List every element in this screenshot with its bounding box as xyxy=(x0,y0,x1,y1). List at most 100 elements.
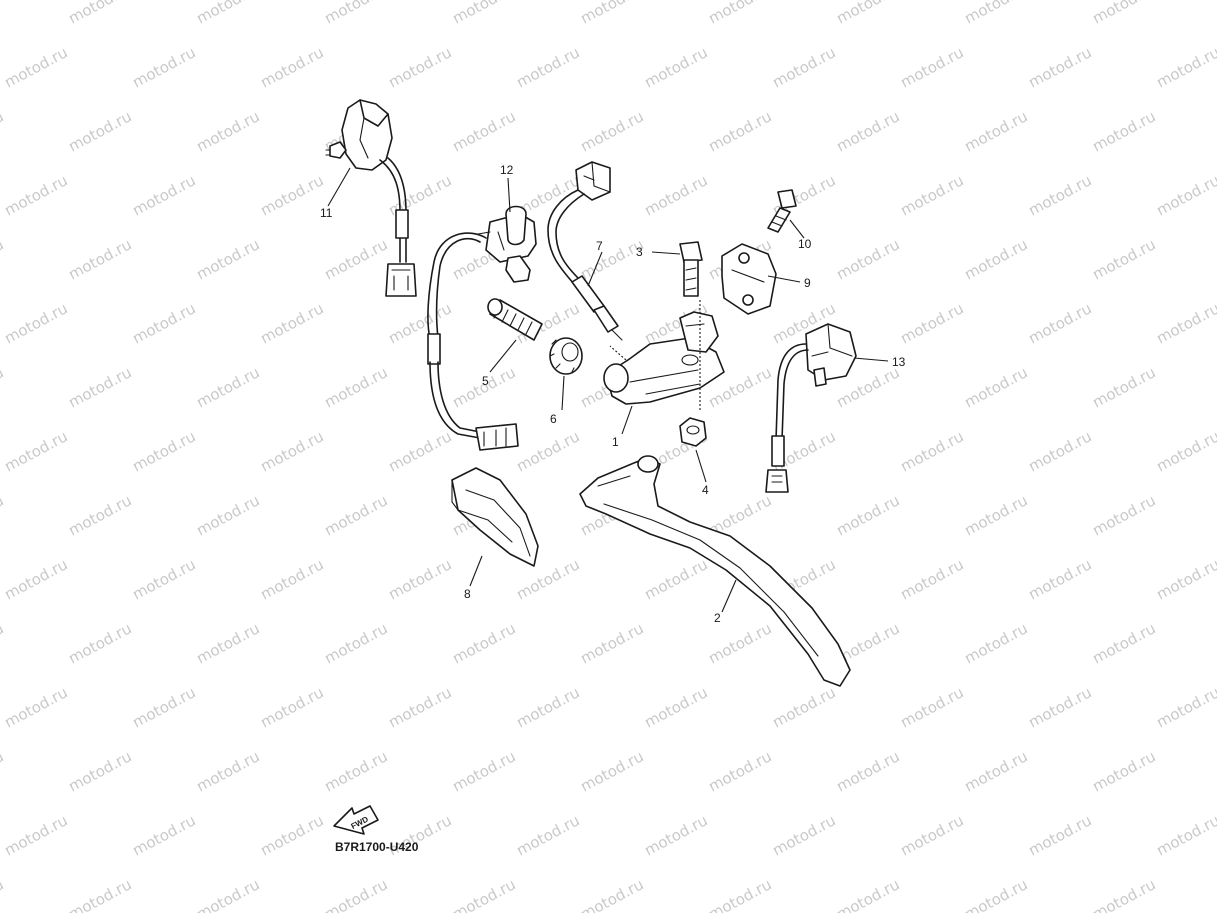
watermark-text: motod.ru xyxy=(577,235,646,283)
watermark-text: motod.ru xyxy=(129,427,198,475)
watermark-text: motod.ru xyxy=(65,107,134,155)
part-11-left-switch xyxy=(325,99,417,297)
watermark-text: motod.ru xyxy=(193,235,262,283)
part-4-nut xyxy=(679,417,707,447)
watermark-text: motod.ru xyxy=(513,811,582,859)
watermark-text: motod.ru xyxy=(1025,811,1094,859)
watermark-text: motod.ru xyxy=(193,0,262,28)
callout-7: 7 xyxy=(596,239,603,253)
callout-8: 8 xyxy=(464,587,471,601)
watermark-text: motod.ru xyxy=(961,875,1030,913)
watermark-text: motod.ru xyxy=(1153,427,1217,475)
watermark-text: motod.ru xyxy=(833,0,902,28)
watermark-text: motod.ru xyxy=(705,747,774,795)
watermark-text: motod.ru xyxy=(1025,43,1094,91)
watermark-text: motod.ru xyxy=(1,43,70,91)
watermark-text: motod.ru xyxy=(385,427,454,475)
watermark-text: motod.ru xyxy=(193,619,262,667)
watermark-text: motod.ru xyxy=(769,43,838,91)
watermark-text: motod.ru xyxy=(193,875,262,913)
watermark-text: motod.ru xyxy=(257,555,326,603)
part-9-clamp xyxy=(721,243,777,315)
watermark-text: motod.ru xyxy=(1153,811,1217,859)
watermark-text: motod.ru xyxy=(897,555,966,603)
watermark-text: motod.ru xyxy=(1153,555,1217,603)
watermark-text: motod.ru xyxy=(833,107,902,155)
watermark-text: motod.ru xyxy=(321,491,390,539)
watermark-text: motod.ru xyxy=(449,619,518,667)
watermark-text: motod.ru xyxy=(705,107,774,155)
callout-1: 1 xyxy=(612,435,619,449)
watermark-text: motod.ru xyxy=(193,107,262,155)
part-1-lever-holder xyxy=(603,311,725,405)
watermark-text: motod.ru xyxy=(321,0,390,28)
watermark-text: motod.ru xyxy=(577,107,646,155)
watermark-text: motod.ru xyxy=(129,811,198,859)
part-8-lever-guard xyxy=(451,467,539,567)
watermark-text: motod.ru xyxy=(641,555,710,603)
watermark-text: motod.ru xyxy=(1089,491,1158,539)
watermark-text: motod.ru xyxy=(641,171,710,219)
watermark-text: motod.ru xyxy=(513,683,582,731)
callout-labels: 1 2 3 4 5 6 7 8 9 10 11 12 13 xyxy=(320,163,906,625)
leader-lines xyxy=(327,167,889,613)
watermark-text: motod.ru xyxy=(961,0,1030,28)
watermark-text: motod.ru xyxy=(321,363,390,411)
part-5-adjuster xyxy=(487,298,543,341)
watermark-text: motod.ru xyxy=(641,683,710,731)
watermark-text: motod.ru xyxy=(897,683,966,731)
watermark-text: motod.ru xyxy=(0,491,7,539)
callout-4: 4 xyxy=(702,483,709,497)
callout-6: 6 xyxy=(550,412,557,426)
watermark-text: motod.ru xyxy=(897,43,966,91)
watermark-text: motod.ru xyxy=(961,107,1030,155)
watermark-text: motod.ru xyxy=(385,683,454,731)
watermark-text: motod.ru xyxy=(961,619,1030,667)
watermark-text: motod.ru xyxy=(193,363,262,411)
watermark-text: motod.ru xyxy=(257,43,326,91)
watermark-text: motod.ru xyxy=(449,0,518,28)
callout-5: 5 xyxy=(482,374,489,388)
watermark-text: motod.ru xyxy=(577,0,646,28)
watermark-text: motod.ru xyxy=(1153,683,1217,731)
watermark-text: motod.ru xyxy=(65,363,134,411)
callout-11: 11 xyxy=(320,206,333,220)
callout-9: 9 xyxy=(804,276,811,290)
part-13-right-switch xyxy=(765,323,857,493)
watermark-text: motod.ru xyxy=(257,299,326,347)
watermark-text: motod.ru xyxy=(1,427,70,475)
watermark-text: motod.ru xyxy=(65,875,134,913)
watermark-text: motod.ru xyxy=(1089,747,1158,795)
watermark-text: motod.ru xyxy=(257,811,326,859)
watermark-text: motod.ru xyxy=(897,811,966,859)
watermark-text: motod.ru xyxy=(129,43,198,91)
watermark-text: motod.ru xyxy=(0,619,7,667)
callout-12: 12 xyxy=(500,163,514,177)
watermark-text: motod.ru xyxy=(961,747,1030,795)
watermark-text: motod.ru xyxy=(321,875,390,913)
watermark-text: motod.ru xyxy=(513,555,582,603)
watermark-text: motod.ru xyxy=(1153,299,1217,347)
watermark-text: motod.ru xyxy=(385,555,454,603)
part-10-bolt xyxy=(767,189,797,233)
watermark-text: motod.ru xyxy=(129,555,198,603)
watermark-text: motod.ru xyxy=(65,0,134,28)
watermark-text: motod.ru xyxy=(65,619,134,667)
fwd-arrow-icon: FWD xyxy=(333,805,379,835)
watermark-text: motod.ru xyxy=(1025,299,1094,347)
watermark-text: motod.ru xyxy=(833,747,902,795)
watermark-text: motod.ru xyxy=(577,875,646,913)
watermark-text: motod.ru xyxy=(897,299,966,347)
watermark-text: motod.ru xyxy=(193,491,262,539)
watermark-text: motod.ru xyxy=(961,235,1030,283)
watermark-text: motod.ru xyxy=(1153,43,1217,91)
watermark-text: motod.ru xyxy=(1153,171,1217,219)
watermark-text: motod.ru xyxy=(577,747,646,795)
watermark-text: motod.ru xyxy=(769,683,838,731)
watermark-text: motod.ru xyxy=(321,747,390,795)
watermark-text: motod.ru xyxy=(577,619,646,667)
watermark-text: motod.ru xyxy=(129,299,198,347)
callout-2: 2 xyxy=(714,611,721,625)
